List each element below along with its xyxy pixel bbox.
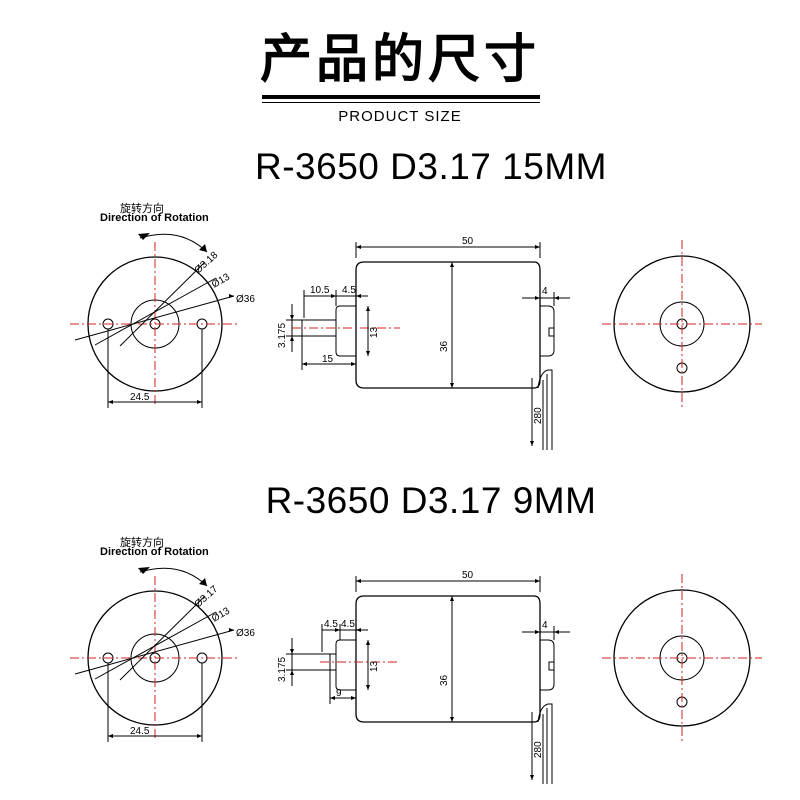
dim-front-a: 4.5 [324,619,338,630]
dim-lead: 280 [533,407,544,424]
dimension-arrowhead [366,306,370,311]
rotation-label-en: Direction of Rotation [100,212,209,224]
rotation-arrowhead [199,244,207,252]
dimension-arrowhead [535,630,540,634]
dim-boss-side: 13 [369,326,380,338]
dimension-arrowhead [356,294,361,298]
dim-length: 50 [462,570,474,581]
rotation-label-cn: 旋转方向 [120,535,164,549]
dim-shaft-diameter: Ø3.18 [193,250,221,277]
dim-body-diameter: Ø36 [236,628,255,639]
title-underline-thin [262,102,540,103]
dimension-arrowhead [366,640,370,645]
dim-height: 36 [439,340,450,352]
dimension-arrowhead [366,685,370,690]
dimension-arrowhead [302,362,307,366]
motor-body-side [355,595,541,723]
dimension-arrowhead [530,775,534,780]
page-title: 产品的尺寸 [259,30,540,90]
dimension-arrowhead [450,596,454,601]
dim-boss-diameter: Ø13 [210,271,232,290]
dimension-arrowhead [356,579,361,583]
rotation-arrow-tail [138,233,150,240]
dimension-arrowhead [450,717,454,722]
dimension-arrowhead [554,296,559,300]
title-underline-thick [262,95,540,99]
dim-shaft-diameter: Ø3.17 [193,584,221,611]
model-title-2: R-3650 D3.17 9MM [265,480,597,521]
dimension-arrowhead [535,296,540,300]
rotation-label-cn: 旋转方向 [120,201,164,215]
dimension-arrowhead [450,383,454,388]
leader-shaft-diameter [119,261,206,347]
shaft-side [329,653,337,671]
dim-shaft-length: 15 [322,354,334,365]
dim-boss-side: 13 [369,660,380,672]
model-title-1: R-3650 D3.17 15MM [255,146,607,187]
dimension-arrowhead [290,336,294,341]
dimension-arrowhead [197,400,202,404]
dim-rear: 4 [542,286,548,297]
rotation-arrowhead [199,578,207,586]
motor-body-side [355,261,541,389]
dimension-arrowhead [330,696,335,700]
dim-hole-spacing: 24.5 [130,726,150,737]
leader-body-diameter [74,629,235,675]
dim-rear: 4 [542,620,548,631]
dimension-arrowhead [535,245,540,249]
dimension-arrowhead [290,670,294,675]
rotation-arrow-tail [138,567,150,574]
dim-front-b: 4.5 [342,285,356,296]
dimension-arrowhead [331,294,336,298]
dim-boss-diameter: Ø13 [210,605,232,624]
dimension-arrowhead [108,400,113,404]
lead-wire-1 [537,369,553,450]
dimension-arrowhead [335,628,340,632]
dim-shaft-dia-side: 3.175 [277,657,288,682]
dimension-arrowhead [108,734,113,738]
brush-tab [548,661,555,671]
rotation-arrow-arc [139,567,208,587]
leader-body-diameter [74,295,235,341]
dimension-arrowhead [229,628,234,632]
page-subtitle: PRODUCT SIZE [338,108,462,125]
dimension-arrowhead [554,630,559,634]
rear-cap-side [540,639,555,691]
dimension-arrowhead [450,262,454,267]
leader-shaft-diameter [119,595,206,681]
dimension-arrowhead [356,628,361,632]
dimension-arrowhead [351,696,356,700]
rotation-label-en: Direction of Rotation [100,546,209,558]
dimension-arrowhead [535,579,540,583]
front-boss-side [335,639,356,691]
brush-tab [548,327,555,337]
dim-front-a: 10.5 [310,285,330,296]
dimension-arrowhead [229,294,234,298]
lead-wire-1 [537,703,553,784]
rotation-arrow-arc [139,233,208,253]
dim-shaft-dia-side: 3.175 [277,323,288,348]
shaft-side [301,319,337,337]
dimension-arrowhead [351,362,356,366]
dimension-arrowhead [290,649,294,654]
dim-body-diameter: Ø36 [236,294,255,305]
dim-height: 36 [439,674,450,686]
dim-shaft-length: 9 [336,688,342,699]
dimension-arrowhead [197,734,202,738]
dimension-arrowhead [356,245,361,249]
dim-front-b: 4.5 [341,619,355,630]
dim-lead: 280 [533,741,544,758]
dim-length: 50 [462,236,474,247]
dim-hole-spacing: 24.5 [130,392,150,403]
dimension-arrowhead [290,315,294,320]
dimension-arrowhead [530,441,534,446]
dimension-arrowhead [366,351,370,356]
